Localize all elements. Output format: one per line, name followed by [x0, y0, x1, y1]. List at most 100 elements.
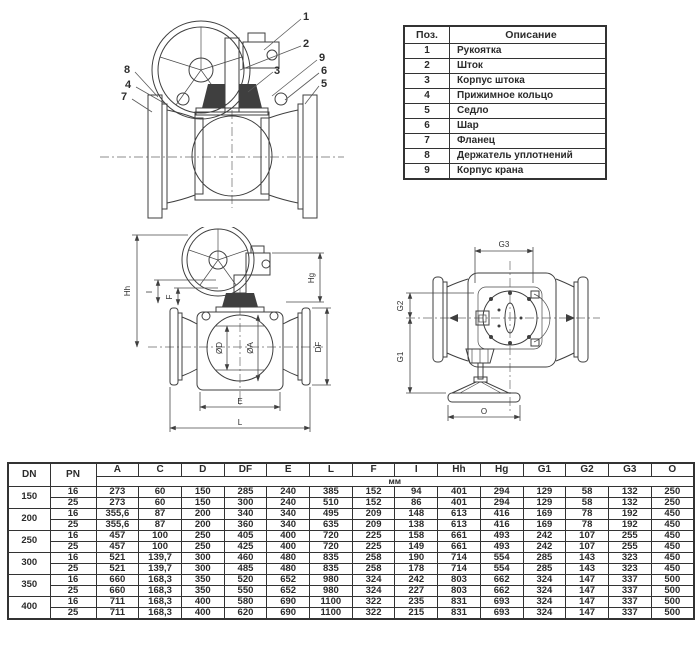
dims-cell: 94 [394, 485, 439, 498]
dims-cell: 300 [180, 562, 225, 575]
dim-label-i: I [145, 291, 154, 293]
part-position: 6 [403, 118, 450, 134]
dims-col-header: L [309, 462, 353, 477]
dims-cell: 107 [565, 540, 609, 553]
dims-cell: 652 [266, 584, 311, 597]
dims-cell: 521 [95, 562, 140, 575]
part-description: Корпус штока [449, 73, 607, 89]
dims-cell: 168,3 [138, 584, 182, 597]
dims-cell: 401 [437, 485, 481, 498]
part-description: Рукоятка [449, 43, 607, 59]
dims-cell: 613 [437, 518, 481, 531]
callout-number: 7 [121, 91, 127, 103]
dims-cell: 147 [565, 606, 609, 619]
part-position: 1 [403, 43, 450, 59]
dim-label-g2: G2 [396, 300, 405, 311]
dims-cell: 225 [351, 540, 396, 553]
dims-cell: 401 [437, 496, 481, 509]
dims-cell: 613 [437, 507, 481, 520]
dims-cell: 480 [266, 551, 311, 564]
dims-cell: 242 [394, 573, 439, 586]
dim-label-l: L [238, 418, 243, 427]
dims-cell: 652 [266, 573, 311, 586]
dn-cell: 400 [7, 595, 51, 619]
part-description: Шток [449, 58, 607, 74]
dims-cell: 168,3 [138, 595, 182, 608]
dims-cell: 87 [138, 518, 182, 531]
dims-cell: 324 [351, 584, 396, 597]
dims-cell: 78 [565, 518, 609, 531]
dims-cell: 450 [650, 562, 695, 575]
dims-cell: 711 [95, 606, 140, 619]
callout-numbers: 1 2 3 9 6 5 8 4 7 [121, 11, 327, 103]
parts-col-pos: Поз. [403, 25, 450, 44]
dims-cell: 143 [565, 562, 609, 575]
dims-col-header: A [95, 462, 140, 477]
dims-cell: 255 [607, 529, 652, 542]
dims-cell: 493 [479, 540, 524, 553]
dims-cell: 250 [180, 529, 225, 542]
dims-cell: 980 [309, 573, 353, 586]
dims-cell: 178 [394, 562, 439, 575]
dims-cell: 662 [479, 584, 524, 597]
dims-col-header: G3 [607, 462, 652, 477]
dims-cell: 86 [394, 496, 439, 509]
parts-col-desc: Описание [449, 25, 607, 44]
dims-cell: 16 [49, 529, 97, 542]
leader-lines [131, 18, 320, 113]
dims-cell: 25 [49, 584, 97, 597]
dims-cell: 400 [180, 606, 225, 619]
dims-cell: 294 [479, 496, 524, 509]
dims-col-header: O [650, 462, 695, 477]
dims-cell: 192 [607, 507, 652, 520]
dims-cell: 25 [49, 518, 97, 531]
dims-cell: 60 [138, 496, 182, 509]
callout-number: 4 [125, 79, 132, 91]
gearbox-stem [215, 245, 271, 313]
dims-cell: 192 [607, 518, 652, 531]
dims-cell: 147 [565, 584, 609, 597]
dims-cell: 16 [49, 595, 97, 608]
valve-body [169, 307, 311, 391]
dims-cell: 129 [522, 496, 567, 509]
dims-col-header: G2 [565, 462, 609, 477]
handwheel-edge-view [447, 348, 521, 403]
dims-cell: 460 [223, 551, 268, 564]
dims-cell: 720 [309, 540, 353, 553]
dims-cell: 337 [607, 595, 652, 608]
unit-label: мм [95, 476, 695, 487]
dims-cell: 258 [351, 551, 396, 564]
dim-label-o: O [481, 407, 487, 416]
dims-cell: 714 [437, 551, 481, 564]
dims-cell: 350 [180, 584, 225, 597]
dims-cell: 168,3 [138, 606, 182, 619]
dims-cell: 620 [223, 606, 268, 619]
dims-cell: 273 [95, 485, 140, 498]
dims-cell: 150 [180, 496, 225, 509]
dn-cell: 200 [7, 507, 51, 531]
parts-table-head: Поз. Описание [403, 25, 607, 44]
dims-cell: 250 [180, 540, 225, 553]
dims-cell: 258 [351, 562, 396, 575]
ball [206, 314, 274, 382]
dims-cell: 485 [223, 562, 268, 575]
dim-label-df: DF [314, 342, 323, 353]
dims-cell: 416 [479, 518, 524, 531]
part-position: 7 [403, 133, 450, 149]
dims-cell: 500 [650, 595, 695, 608]
dims-cell: 143 [565, 551, 609, 564]
dims-cell: 158 [394, 529, 439, 542]
dims-cell: 661 [437, 529, 481, 542]
dims-col-header: I [394, 462, 439, 477]
part-description: Корпус крана [449, 163, 607, 180]
